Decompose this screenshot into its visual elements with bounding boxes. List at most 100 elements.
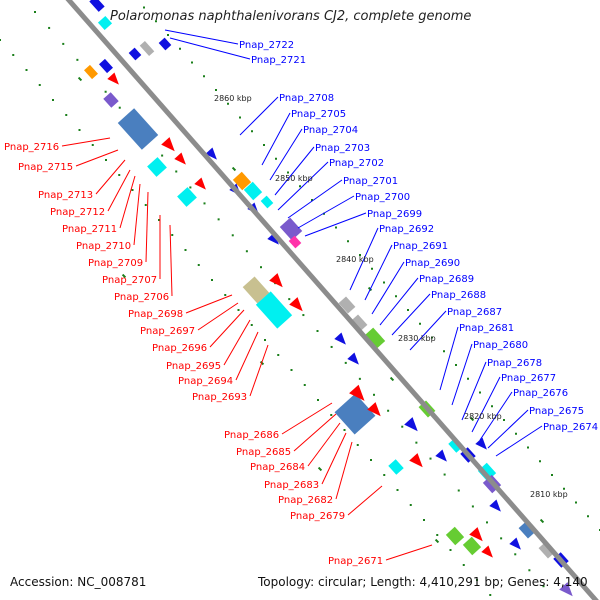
track-dot xyxy=(250,324,253,326)
track-dot xyxy=(514,553,517,556)
track-dot xyxy=(299,185,301,188)
tick-mark xyxy=(231,166,237,172)
leader-line xyxy=(75,149,119,167)
gene-arrow xyxy=(267,232,279,245)
gene-label-minus: Pnap_2686 xyxy=(224,430,279,441)
position-label: 2830 kbp xyxy=(398,334,436,343)
gene-feature xyxy=(388,459,404,475)
track-dot xyxy=(443,473,446,476)
label-leader-lines xyxy=(61,29,543,561)
gene-label-plus: Pnap_2678 xyxy=(487,358,542,369)
gene-label-minus: Pnap_2715 xyxy=(18,162,73,173)
track-dot xyxy=(287,171,289,174)
track-dot xyxy=(62,42,65,45)
track-dot xyxy=(104,90,107,93)
gene-label-plus: Pnap_2702 xyxy=(329,158,384,169)
track-dot xyxy=(431,336,433,339)
leader-line xyxy=(461,361,487,421)
position-label: 2860 kbp xyxy=(214,94,252,103)
leader-line xyxy=(197,302,239,331)
gene-label-plus: Pnap_2703 xyxy=(315,143,370,154)
track-dot xyxy=(65,114,68,116)
gene-arrow xyxy=(205,147,217,160)
gene-feature xyxy=(97,15,113,31)
leader-line xyxy=(293,413,337,452)
gene-label-minus: Pnap_2698 xyxy=(128,309,183,320)
gene-label-plus: Pnap_2701 xyxy=(343,176,398,187)
gene-label-minus: Pnap_2684 xyxy=(250,462,305,473)
gene-arrow xyxy=(349,384,365,401)
track-dot xyxy=(144,204,147,206)
gene-label-minus: Pnap_2671 xyxy=(328,556,383,567)
gene-label-minus: Pnap_2710 xyxy=(76,241,131,252)
gene-label-plus: Pnap_2721 xyxy=(251,55,306,66)
leader-line xyxy=(223,319,251,366)
track-dot xyxy=(335,226,337,229)
track-dot xyxy=(396,489,399,491)
gene-label-minus: Pnap_2685 xyxy=(236,447,291,458)
track-dot xyxy=(275,157,277,160)
leader-line xyxy=(439,326,459,391)
leader-line xyxy=(385,544,433,561)
track-dot xyxy=(551,474,553,476)
leader-line xyxy=(364,244,393,301)
leader-line xyxy=(185,294,233,314)
tick-mark xyxy=(539,518,545,524)
track-dot xyxy=(503,419,505,421)
leader-line xyxy=(249,344,269,397)
leader-line xyxy=(107,169,131,212)
track-dot xyxy=(486,521,488,524)
track-dot xyxy=(217,218,220,221)
gene-feature xyxy=(338,296,356,314)
track-dot xyxy=(76,58,79,61)
track-dot xyxy=(330,414,333,416)
gene-feature xyxy=(279,217,303,241)
leader-line xyxy=(261,112,291,166)
gene-label-minus: Pnap_2695 xyxy=(166,361,221,372)
track-dot xyxy=(245,250,248,253)
leader-line xyxy=(371,261,405,315)
gene-label-plus: Pnap_2692 xyxy=(379,224,434,235)
track-dot xyxy=(316,330,319,332)
track-dot xyxy=(359,254,361,256)
track-dot xyxy=(158,219,160,221)
gene-label-plus: Pnap_2674 xyxy=(543,422,598,433)
track-dot xyxy=(563,487,565,490)
track-dot xyxy=(167,34,169,36)
track-dot xyxy=(491,405,493,408)
track-dot xyxy=(371,267,373,270)
track-dot xyxy=(231,234,234,237)
track-dot xyxy=(462,564,465,566)
gene-label-minus: Pnap_2716 xyxy=(4,142,59,153)
leader-line xyxy=(335,441,353,500)
leader-line xyxy=(145,191,149,263)
track-dot xyxy=(373,393,375,396)
track-dot xyxy=(409,504,412,506)
gene-feature xyxy=(362,327,386,351)
genome-summary-text: Topology: circular; Length: 4,410,291 bp… xyxy=(258,575,588,589)
gene-arrow xyxy=(559,582,573,597)
track-dot xyxy=(211,279,213,281)
gene-arrow xyxy=(404,417,418,432)
gene-feature xyxy=(334,393,376,435)
tick-mark xyxy=(434,538,440,544)
gene-label-plus: Pnap_2689 xyxy=(419,274,474,285)
gene-feature xyxy=(103,92,119,108)
track-dot xyxy=(387,409,390,412)
track-dot xyxy=(264,339,266,341)
track-dot xyxy=(171,234,174,236)
leader-line xyxy=(347,485,383,516)
track-dot xyxy=(528,569,531,572)
position-label: 2810 kbp xyxy=(530,490,568,499)
gene-label-minus: Pnap_2706 xyxy=(114,292,169,303)
track-dot xyxy=(131,189,134,191)
position-label: 2850 kbp xyxy=(275,174,313,183)
track-dot xyxy=(358,377,361,380)
gene-feature xyxy=(243,181,263,201)
track-dot xyxy=(227,102,229,105)
track-dot xyxy=(118,174,121,176)
gene-label-plus: Pnap_2680 xyxy=(473,340,528,351)
accession-text: Accession: NC_008781 xyxy=(10,575,147,589)
track-dot xyxy=(290,369,293,371)
gene-label-plus: Pnap_2677 xyxy=(501,373,556,384)
